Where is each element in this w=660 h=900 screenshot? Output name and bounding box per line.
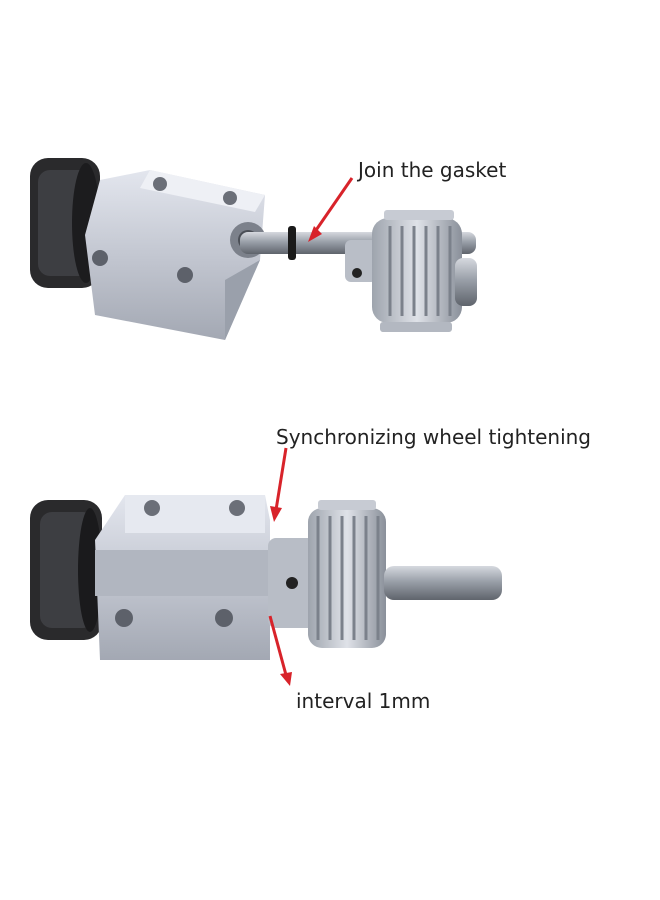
interval-arrow — [268, 615, 292, 686]
bottom-assembly-photo — [30, 447, 502, 686]
gasket-arrow — [308, 177, 354, 242]
synchronizing-wheel — [268, 500, 386, 648]
bearing-block — [85, 170, 266, 340]
timing-pulley — [345, 210, 477, 332]
bearing-block-bottom — [95, 495, 270, 660]
motor-body-bottom — [30, 500, 102, 640]
gasket-label: Join the gasket — [358, 158, 507, 182]
interval-label: interval 1mm — [296, 689, 431, 713]
gasket-ring — [288, 226, 296, 260]
motor-body — [30, 158, 100, 288]
spindle-shaft-bottom — [384, 566, 502, 600]
tightening-arrow — [270, 447, 288, 522]
sync-wheel-label: Synchronizing wheel tightening — [276, 425, 591, 449]
top-assembly-photo — [30, 158, 477, 340]
